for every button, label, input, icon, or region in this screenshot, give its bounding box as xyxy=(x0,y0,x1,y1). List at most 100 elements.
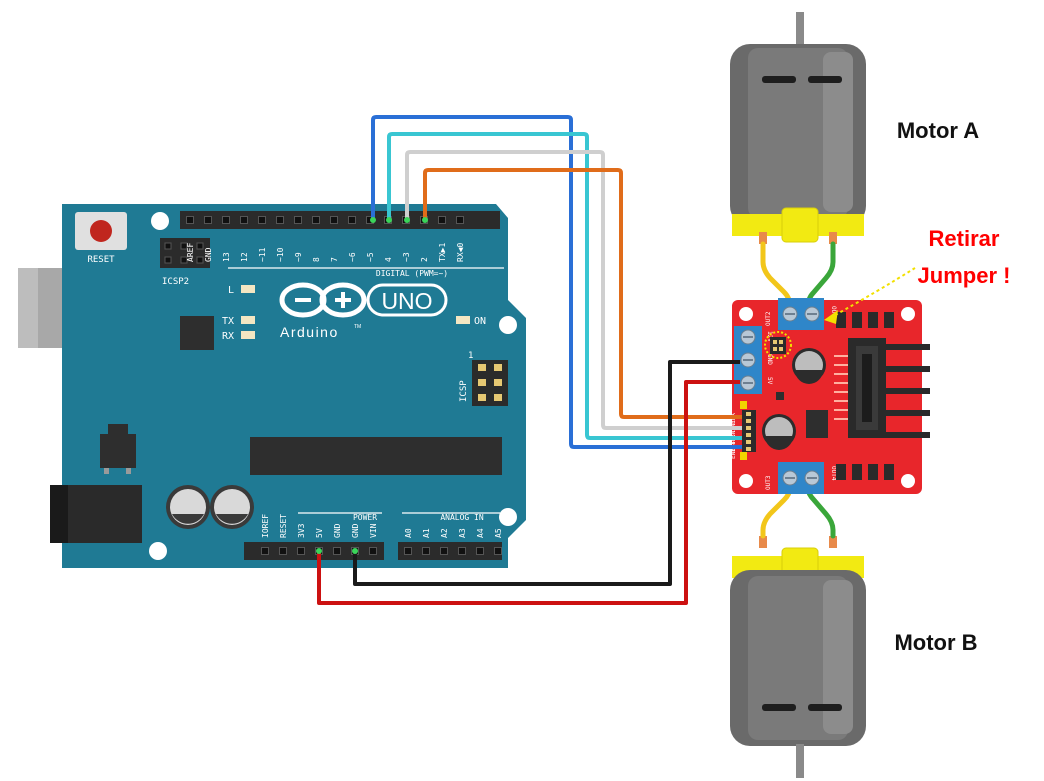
analog-pin-label: A5 xyxy=(494,528,503,538)
digital-pin-label: 13 xyxy=(222,252,231,262)
control-pin-socket xyxy=(746,433,751,437)
callout-arrow-icon xyxy=(824,310,838,324)
digital-pin-label: RX◀0 xyxy=(456,243,465,262)
diodes xyxy=(836,312,894,480)
led-rx-label: RX xyxy=(222,331,234,342)
mount-hole xyxy=(151,212,169,230)
led-tx xyxy=(241,316,255,324)
signal-wires xyxy=(316,115,742,605)
analog-pin-label: A2 xyxy=(440,528,449,538)
digital-pin-socket xyxy=(276,216,284,224)
icsp-header xyxy=(472,360,508,406)
usb-chip xyxy=(180,316,214,350)
power-pin-socket xyxy=(279,547,287,555)
power-pin-socket xyxy=(261,547,269,555)
power-pin-socket xyxy=(333,547,341,555)
digital-pin-label: 8 xyxy=(312,257,321,262)
microcontroller-chip xyxy=(250,437,502,475)
motor-b-shaft xyxy=(796,744,804,778)
digital-pin-label: AREF xyxy=(186,243,195,262)
v12-label: 12V xyxy=(766,331,773,342)
motor-a-label: Motor A xyxy=(897,118,979,143)
analog-pin-socket xyxy=(494,547,502,555)
callout-line1: Retirar xyxy=(929,226,1000,251)
voltage-regulator xyxy=(100,434,136,468)
digital-pin-label: TX▶1 xyxy=(438,243,447,262)
motor-a-wire-green xyxy=(805,241,836,309)
arduino-brand-label: Arduino xyxy=(280,324,339,340)
analog-pin-socket xyxy=(458,547,466,555)
digital-pin-label: ~9 xyxy=(294,252,303,262)
icsp2-label: ICSP2 xyxy=(162,277,189,287)
digital-pin-label: GND xyxy=(204,247,213,262)
capacitors xyxy=(166,485,254,529)
control-pin-socket xyxy=(746,426,751,430)
uno-label: UNO xyxy=(381,288,432,314)
digital-pin-socket xyxy=(348,216,356,224)
digital-pin-socket xyxy=(204,216,212,224)
digital-pin-socket xyxy=(312,216,320,224)
led-l xyxy=(241,285,255,293)
icsp-pin1-label: 1 xyxy=(468,351,473,361)
power-pin-socket xyxy=(297,547,305,555)
out4-label: OUT4 xyxy=(830,466,837,481)
power-pin-label: VIN xyxy=(369,523,378,538)
led-on xyxy=(456,316,470,324)
digital-pin-socket xyxy=(186,216,194,224)
digital-pin-socket xyxy=(438,216,446,224)
power-header xyxy=(244,542,384,560)
control-header xyxy=(742,410,756,452)
power-pin-label: 3V3 xyxy=(297,523,306,538)
wire-orange-pin4 xyxy=(423,168,742,419)
digital-pin-socket xyxy=(222,216,230,224)
analog-pin-label: A0 xyxy=(404,528,413,538)
digital-pin-label: 2 xyxy=(420,257,429,262)
analog-pin-socket xyxy=(422,547,430,555)
led-tx-label: TX xyxy=(222,316,234,327)
analog-pin-socket xyxy=(476,547,484,555)
control-pin-label: IN2 xyxy=(730,427,737,438)
led-l-label: L xyxy=(228,285,234,296)
power-pin-label: RESET xyxy=(279,514,288,538)
control-pin-socket xyxy=(746,419,751,423)
digital-pin-label: 7 xyxy=(330,257,339,262)
motor-b xyxy=(730,536,866,778)
wire-red-5v xyxy=(317,380,740,605)
icsp2-header xyxy=(160,238,210,268)
heatsink-fins xyxy=(886,344,930,438)
jumper-ena xyxy=(740,401,747,409)
motor-a-shaft xyxy=(796,12,804,46)
digital-pin-label: ~10 xyxy=(276,247,285,262)
mount-hole xyxy=(149,542,167,560)
power-pin-label: GND xyxy=(333,523,342,538)
mount-hole xyxy=(499,316,517,334)
digital-pin-label: 12 xyxy=(240,252,249,262)
digital-pin-label: ~11 xyxy=(258,247,267,262)
power-pin-label: GND xyxy=(351,523,360,538)
callout-line2: Jumper ! xyxy=(918,263,1011,288)
digital-pin-socket xyxy=(330,216,338,224)
led-rx xyxy=(241,331,255,339)
motor-b-label: Motor B xyxy=(894,630,977,655)
chip-leads xyxy=(834,355,848,420)
remove-jumper-callout: Retirar Jumper ! xyxy=(824,226,1010,324)
jumper-highlight-circle xyxy=(764,331,792,359)
wire-cyan-pin6 xyxy=(387,132,742,440)
digital-pin-socket xyxy=(258,216,266,224)
analog-pin-label: A3 xyxy=(458,528,467,538)
motor-a-wire-yellow xyxy=(760,241,793,309)
digital-pin-label: ~5 xyxy=(366,252,375,262)
arduino-pcb xyxy=(62,204,526,568)
arduino-logo: UNO Arduino TM xyxy=(279,282,448,340)
control-pin-socket xyxy=(746,447,751,451)
analog-pin-label: A4 xyxy=(476,528,485,538)
l298n-driver-module: OUT2 OUT1 OUT3 OUT4 12V GND 5V xyxy=(730,298,930,494)
callout-arrow-line xyxy=(829,267,916,319)
jumper-enb xyxy=(740,452,747,460)
